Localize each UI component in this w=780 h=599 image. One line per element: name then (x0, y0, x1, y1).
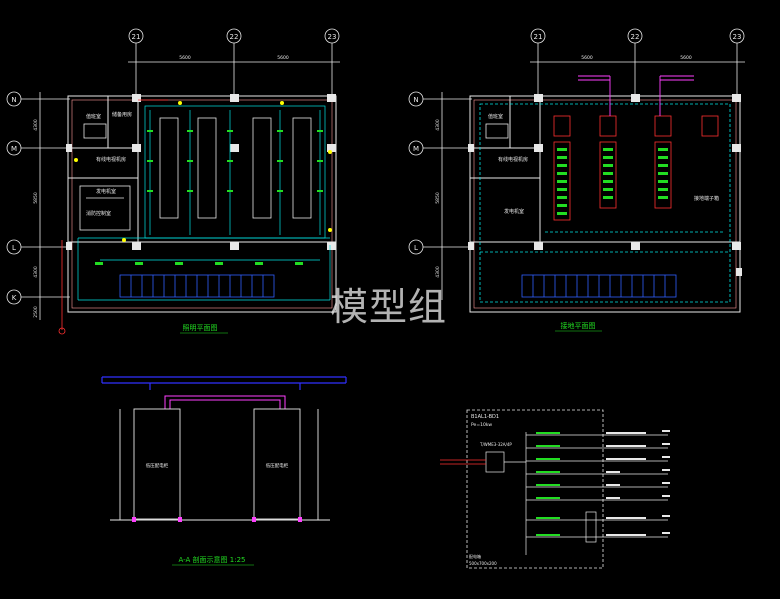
switchgear-row (521, 274, 677, 298)
cabinet-outlines (110, 408, 330, 521)
panel-title: B1AL1-BD1 (471, 414, 499, 420)
axis-top-right (530, 28, 745, 98)
axis-label: K (12, 294, 17, 302)
axis-label: 23 (328, 33, 337, 41)
panel-subtitle: Pe=10kw (471, 422, 492, 428)
room-label: 值班室 (86, 113, 101, 120)
room-label: 有线电视机房 (498, 156, 528, 163)
lighting-fixtures (95, 130, 323, 265)
drawing-title: 照明平面图 (183, 324, 218, 332)
switchgear-row (119, 274, 275, 298)
building-walls (469, 95, 741, 313)
distribution-panels (553, 115, 719, 221)
dimension-text: 4300 (435, 266, 441, 278)
axis-label: 21 (534, 33, 543, 41)
axis-label: 22 (230, 33, 239, 41)
room-details (79, 123, 131, 231)
room-label: 有线电视机房 (96, 156, 126, 163)
axis-label: N (413, 96, 418, 104)
dimension-text: 2500 (33, 306, 39, 318)
panel-schedule: B1AL1-BD1 Pe=10kw T/WME3-32A/4P (440, 409, 670, 569)
drawing-title: A-A 剖面示意图 1:25 (179, 555, 246, 564)
main-breaker-label: T/WME3-32A/4P (479, 442, 512, 447)
axis-label: 23 (733, 33, 742, 41)
columns (66, 94, 336, 250)
dimension-text: 4300 (435, 119, 441, 131)
room-label: 发电机室 (504, 208, 524, 215)
cabinet-feet (132, 517, 302, 522)
red-annotations (58, 99, 168, 335)
section-view: 低压配电柜 低压配电柜 A-A 剖面示意图 1:25 (101, 376, 347, 566)
room-label: 消防控制室 (86, 210, 111, 217)
equipment-cabinets (159, 117, 312, 219)
lighting-plan: 21 22 23 5600 5600 N M L K 4300 5850 430… (6, 28, 340, 335)
feeder-lines (578, 75, 694, 116)
grounding-plan: 21 22 23 5600 5600 N M L 4300 5850 4300 (408, 28, 745, 332)
circuit-text (606, 430, 670, 536)
axis-label: 21 (132, 33, 141, 41)
single-line (440, 432, 668, 555)
watermark: 模型组 (330, 285, 448, 329)
bus-connector (164, 395, 286, 409)
panel-note: 配电箱 (469, 553, 481, 559)
room-label: 储备用房 (112, 111, 132, 118)
axis-label: L (414, 244, 418, 252)
axis-top-left (128, 28, 340, 98)
columns (468, 94, 742, 276)
room-label: 发电机室 (96, 188, 116, 195)
dimension-text: 4300 (33, 119, 39, 131)
panel-modules (557, 148, 668, 215)
dimension-text: 4300 (33, 266, 39, 278)
axis-label: M (11, 145, 17, 153)
axis-label: N (11, 96, 16, 104)
axis-label: M (413, 145, 419, 153)
cabinet-label: 低压配电柜 (266, 462, 289, 469)
cable-tray (101, 376, 347, 390)
panel-note-size: 500x700x200 (469, 561, 497, 566)
lighting-wiring (77, 105, 331, 301)
dimension-text: 5600 (179, 55, 191, 61)
dimension-text: 5600 (581, 55, 593, 61)
axis-left-left (6, 91, 70, 320)
ground-ring (479, 103, 731, 303)
dimension-text: 5600 (277, 55, 289, 61)
dimension-text: 5850 (435, 192, 441, 204)
dimension-text: 5600 (680, 55, 692, 61)
room-label: 值班室 (488, 113, 503, 120)
dimension-text: 5850 (33, 192, 39, 204)
axis-label: 22 (631, 33, 640, 41)
panel-boundary (466, 409, 604, 569)
axis-label: L (12, 244, 16, 252)
drawing-title: 接地平面图 (561, 321, 596, 330)
cabinet-label: 低压配电柜 (146, 462, 169, 469)
switch-symbols (74, 101, 332, 242)
room-label: 接地端子箱 (694, 195, 719, 202)
axis-left-right (408, 91, 472, 300)
circuit-breakers (536, 432, 560, 536)
building-walls (67, 95, 337, 313)
room-details (485, 123, 509, 139)
